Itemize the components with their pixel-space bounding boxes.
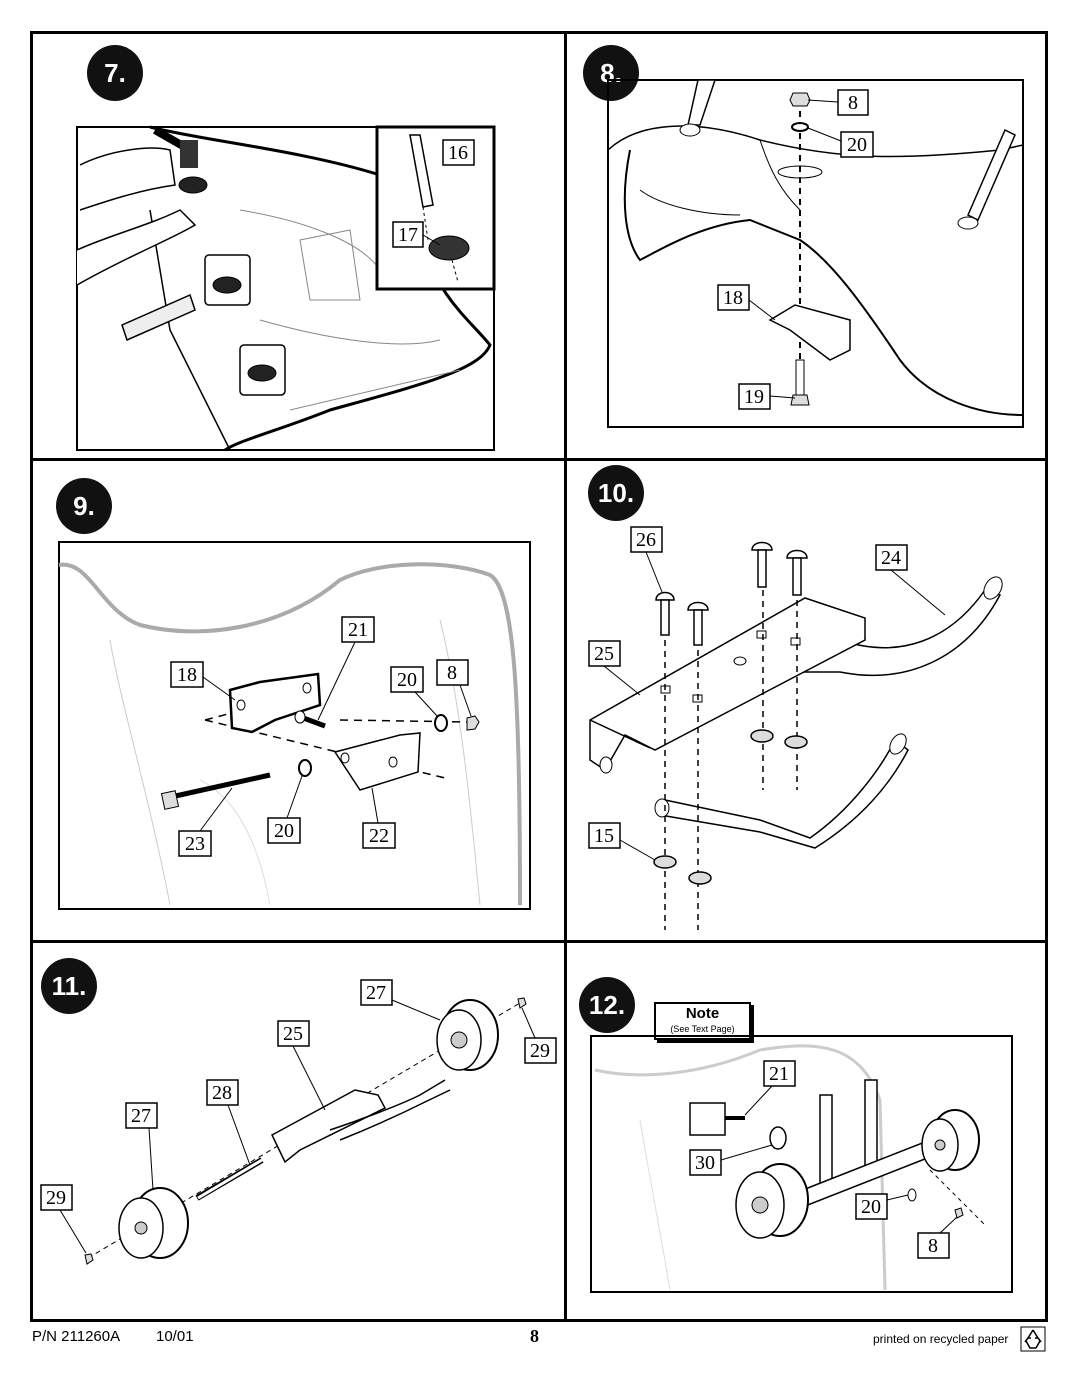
footer-recycled-text: printed on recycled paper [873,1332,1009,1346]
step-11-callout-28: 28 [212,1082,232,1104]
step-9-callout-20b: 20 [274,820,294,842]
grid-divider-row-2 [30,940,1048,943]
step-7-badge: 7. [87,45,143,101]
step-11-badge: 11. [41,958,97,1014]
step-10-callout-25: 25 [594,643,614,665]
step-10-callout-15: 15 [594,825,614,847]
step-11-callout-29b: 29 [46,1187,66,1209]
step-9-callout-21: 21 [348,619,368,641]
step-12-callout-30: 30 [695,1152,715,1174]
recycle-icon [1020,1326,1046,1352]
step-11-callout-27b: 27 [131,1105,151,1127]
footer-date: 10/01 [156,1328,194,1345]
grid-divider-row-1 [30,458,1048,461]
note-subtitle: (See Text Page) [670,1024,735,1034]
step-11-callout-27a: 27 [366,982,386,1004]
step-9-callout-18: 18 [177,664,197,686]
step-9-badge: 9. [56,478,112,534]
footer-page-number: 8 [530,1326,539,1346]
step-10-callout-26: 26 [636,529,656,551]
step-7-callout-16: 16 [448,142,468,164]
step-9-callout-8: 8 [447,662,457,684]
step-10-callout-24: 24 [881,547,901,569]
step-8-callout-20: 20 [847,134,867,156]
step-11-callout-29a: 29 [530,1040,550,1062]
step-11-callout-25: 25 [283,1023,303,1045]
step-12-badge: 12. [579,977,635,1033]
step-12-callout-8: 8 [928,1235,938,1257]
step-12-callout-20: 20 [861,1196,881,1218]
page-frame [30,31,1048,1322]
step-8-callout-18: 18 [723,287,743,309]
step-12-callout-21: 21 [769,1063,789,1085]
step-8-callout-8: 8 [848,92,858,114]
step-7-callout-17: 17 [398,224,418,246]
note-title: Note [685,1005,720,1022]
step-9-callout-20a: 20 [397,669,417,691]
grid-divider-vertical [564,31,567,1322]
step-9-callout-23: 23 [185,833,205,855]
step-9-callout-22: 22 [369,825,389,847]
note-box: Note (See Text Page) [654,1002,751,1040]
step-10-badge: 10. [588,465,644,521]
step-8-callout-19: 19 [744,386,764,408]
step-8-badge: 8. [583,45,639,101]
footer-part-number: P/N 211260A [32,1328,121,1345]
